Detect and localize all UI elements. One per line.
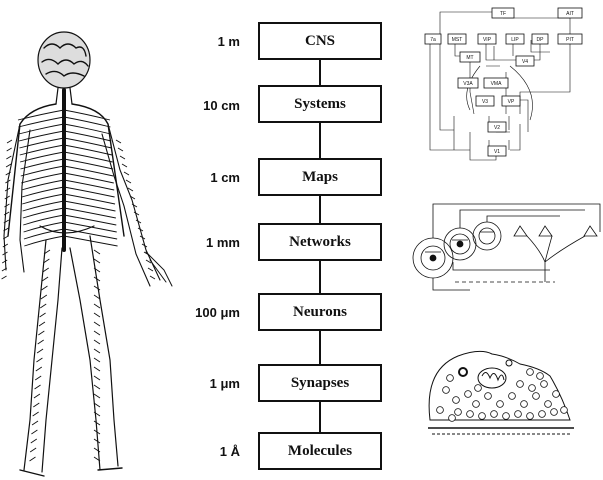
visual-area-label: TF xyxy=(500,11,506,17)
visual-area-label: V1 xyxy=(494,149,500,155)
visual-area-label: VP xyxy=(508,99,515,105)
visual-area-label: V2 xyxy=(494,125,500,131)
visual-area-label: LIP xyxy=(511,37,519,43)
visual-area-label: MT xyxy=(466,55,473,61)
network-illustration xyxy=(413,204,600,290)
synapse-illustration xyxy=(428,351,574,434)
visual-area-label: PIT xyxy=(566,37,574,43)
visual-area-label: V3 xyxy=(482,99,488,105)
visual-area-label: DP xyxy=(537,37,545,43)
visual-area-label: 7a xyxy=(430,37,436,43)
visual-area-label: VIP xyxy=(483,37,492,43)
visual-area-label: V4 xyxy=(522,59,528,65)
visual-area-label: MST xyxy=(452,37,463,43)
visual-area-label: AIT xyxy=(566,11,574,17)
visual-area-label: V3A xyxy=(463,81,473,87)
visual-area-label: VMA xyxy=(491,81,503,87)
